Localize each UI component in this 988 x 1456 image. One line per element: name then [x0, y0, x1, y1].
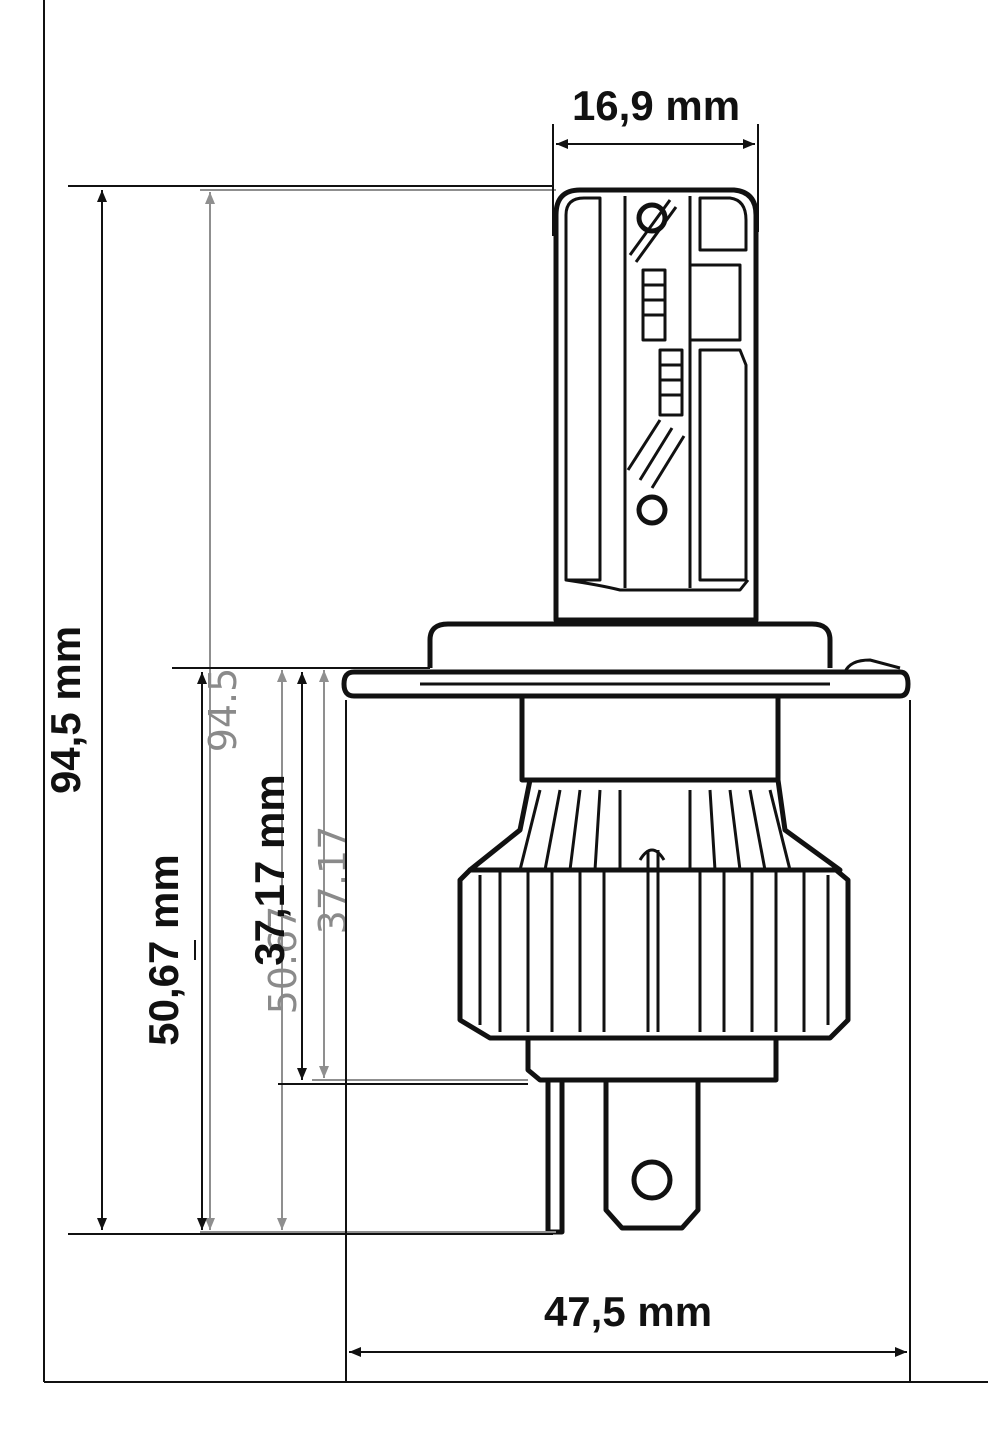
flange [341, 669, 911, 699]
cad-dimensions: 94.5 50.67 37.17 [200, 189, 556, 1233]
cad-label-total: 94.5 [201, 668, 245, 753]
neck [519, 696, 781, 783]
pin-left [545, 1080, 565, 1235]
heatsink [457, 867, 851, 1041]
dim-total-height: 94,5 mm [42, 626, 89, 794]
dim-flange-width: 47,5 mm [544, 1288, 712, 1335]
pin-hole-icon [631, 1159, 673, 1201]
pin-right [603, 1080, 701, 1231]
bulb-outline [341, 187, 911, 1235]
collar [427, 621, 833, 668]
led-shaft [553, 187, 759, 623]
dim-base-height: 37,17 mm [246, 774, 293, 965]
connector-base [525, 1038, 779, 1083]
frame-lines [43, 0, 988, 1383]
cad-label-base: 37.17 [311, 826, 355, 935]
screw-hole-bottom-icon [636, 494, 668, 526]
screw-hole-top-icon [636, 202, 668, 234]
dimensions: 16,9 mm 94,5 mm 50,67 mm 37,17 mm 47,5 m… [42, 82, 911, 1382]
dim-top-width: 16,9 mm [572, 82, 740, 129]
dim-lower-height: 50,67 mm [140, 854, 187, 1045]
